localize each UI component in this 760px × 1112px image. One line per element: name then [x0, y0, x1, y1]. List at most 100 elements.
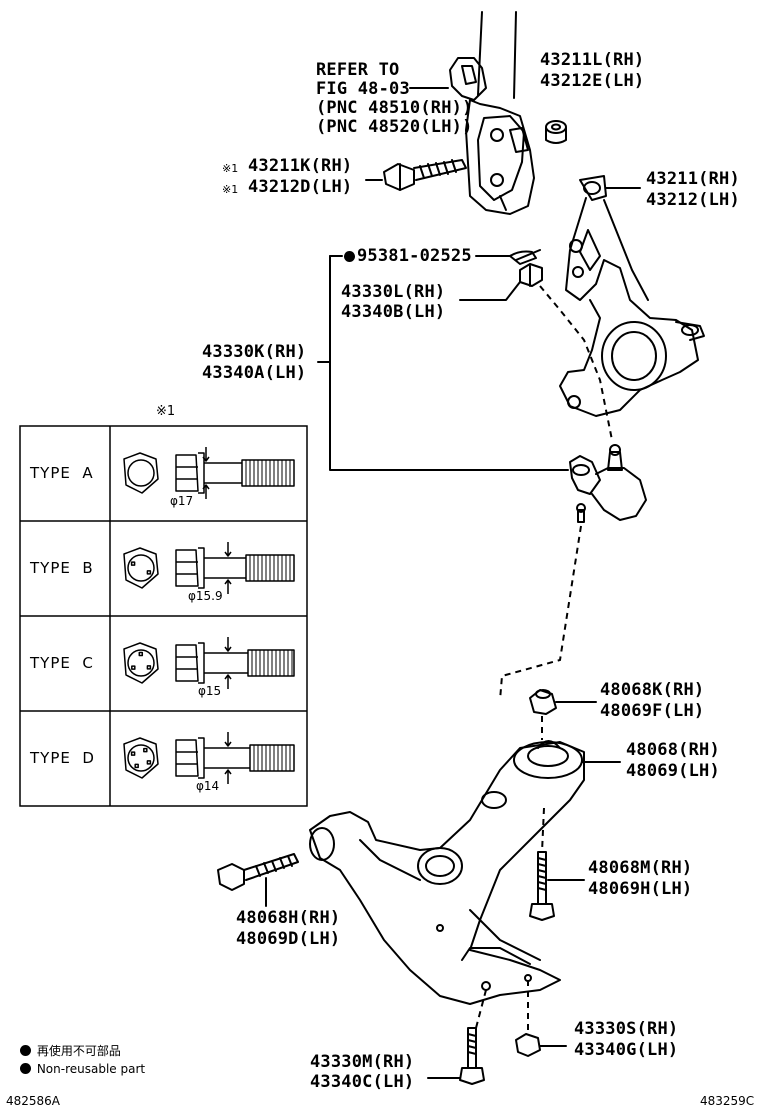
arm-nut-illustration	[529, 689, 557, 715]
type-b-flange-circle	[127, 554, 155, 582]
type-d-flange-circle	[127, 744, 155, 772]
part-label-arm-bolt-lh[interactable]: 48069H(LH)	[588, 879, 693, 899]
type-d-knurl-mark	[146, 760, 152, 765]
type-d-knurl-mark	[134, 763, 139, 769]
part-label-bolt-lh[interactable]: 43212D(LH)	[248, 177, 353, 197]
type-b-head-facets	[176, 561, 198, 575]
type-c-thread	[247, 649, 295, 677]
type-c-bolt-head	[175, 644, 199, 682]
type-c-flange	[198, 642, 205, 684]
type-d-thread	[249, 744, 295, 772]
type-d-flange	[198, 737, 205, 779]
type-b-dimension-arrows	[224, 542, 232, 594]
ball-joint-illustration	[569, 444, 647, 523]
ball-joint-bolt-illustration	[459, 1027, 485, 1085]
type-a-shank	[204, 462, 242, 484]
part-label-bj-bolt-rh[interactable]: 43330M(RH)	[310, 1052, 415, 1072]
ball-joint-nut-illustration	[515, 1033, 541, 1057]
type-a-thread	[241, 459, 295, 487]
type-b-knurl-mark	[146, 570, 152, 575]
types-table-mark: ※1	[156, 404, 176, 419]
type-d-shank	[204, 747, 250, 769]
part-label-bj-bolt-lh[interactable]: 43340C(LH)	[310, 1072, 415, 1092]
type-c-knurl-mark	[138, 651, 144, 657]
part-label-arm-lh[interactable]: 48069(LH)	[626, 761, 720, 781]
part-label-arm-nut-lh[interactable]: 48069F(LH)	[600, 701, 705, 721]
type-c-label: TYPE C	[30, 654, 94, 672]
part-label-bushing-rh[interactable]: 43211L(RH)	[540, 50, 645, 70]
type-a-head-view	[123, 452, 159, 494]
legend-bullet-2	[20, 1063, 31, 1074]
type-c-flange-circle	[127, 649, 155, 677]
type-d-dim: φ14	[196, 779, 220, 793]
type-b-head-view	[123, 547, 159, 589]
type-c-dimension-arrows	[224, 637, 232, 689]
legend-text-2: Non-reusable part	[36, 1062, 146, 1076]
figure-code-left: 482586A	[6, 1094, 61, 1108]
non-reusable-bullet	[344, 251, 355, 262]
cotter-pin-number: 95381-02525	[357, 246, 472, 266]
type-d-head-view	[123, 737, 159, 779]
steering-knuckle-illustration	[559, 175, 705, 417]
part-label-front-bolt-lh[interactable]: 48069D(LH)	[236, 929, 341, 949]
types-table	[19, 425, 308, 807]
type-a-dimension-arrows	[202, 447, 210, 499]
type-a-dim: φ17	[170, 494, 194, 508]
type-c-head-facets	[176, 656, 198, 670]
type-b-shank	[204, 557, 246, 579]
part-label-balljoint-lh[interactable]: 43340A(LH)	[202, 363, 307, 383]
type-d-knurl-mark	[130, 751, 136, 756]
type-c-knurl-mark	[146, 665, 152, 670]
part-label-nut-lh[interactable]: 43340B(LH)	[341, 302, 446, 322]
part-label-bolt-rh[interactable]: 43211K(RH)	[248, 156, 353, 176]
part-label-bj-nut-lh[interactable]: 43340G(LH)	[574, 1040, 679, 1060]
legend-bullet-1	[20, 1045, 31, 1056]
type-a-bolt-head	[175, 454, 199, 492]
part-label-front-bolt-rh[interactable]: 48068H(RH)	[236, 908, 341, 928]
legend-line-2: Non-reusable part	[20, 1062, 145, 1076]
part-label-knuckle-rh[interactable]: 43211(RH)	[646, 169, 740, 189]
part-label-balljoint-rh[interactable]: 43330K(RH)	[202, 342, 307, 362]
type-b-label: TYPE B	[30, 559, 94, 577]
type-d-label: TYPE D	[30, 749, 95, 767]
type-c-shank	[204, 652, 248, 674]
lower-control-arm-illustration	[309, 740, 585, 1005]
bolt-mark-rh: ※1	[222, 162, 239, 175]
type-a-label: TYPE A	[30, 464, 94, 482]
type-a-flange-circle	[127, 459, 155, 487]
part-label-arm-nut-rh[interactable]: 48068K(RH)	[600, 680, 705, 700]
part-label-bj-nut-rh[interactable]: 43330S(RH)	[574, 1019, 679, 1039]
legend-line-1: 再使用不可部品	[20, 1042, 121, 1059]
refer-line-3: (PNC 48510(RH))	[316, 98, 473, 118]
type-d-head-facets	[176, 751, 198, 765]
type-d-bolt-head	[175, 739, 199, 777]
part-label-knuckle-lh[interactable]: 43212(LH)	[646, 190, 740, 210]
strut-bolt-illustration	[383, 159, 467, 191]
type-b-knurl-mark	[130, 561, 136, 566]
cotter-pin-illustration	[509, 249, 541, 265]
front-bolt-illustration	[217, 853, 299, 891]
type-b-flange	[198, 547, 205, 589]
type-b-bolt-head	[175, 549, 199, 587]
part-label-arm-bolt-rh[interactable]: 48068M(RH)	[588, 858, 693, 878]
type-d-dimension-arrows	[224, 732, 232, 784]
refer-line-1: REFER TO	[316, 60, 400, 80]
type-a-head-facets	[176, 466, 198, 480]
castle-nut-illustration	[519, 263, 543, 287]
part-label-nut-rh[interactable]: 43330L(RH)	[341, 282, 446, 302]
legend-text-1: 再使用不可部品	[36, 1044, 121, 1058]
strut-illustration	[449, 11, 535, 215]
part-label-cotter-pin[interactable]: 95381-02525	[344, 247, 472, 266]
part-label-bushing-lh[interactable]: 43212E(LH)	[540, 71, 645, 91]
type-a-flange	[198, 452, 205, 494]
part-label-arm-rh[interactable]: 48068(RH)	[626, 740, 720, 760]
type-c-head-view	[123, 642, 159, 684]
type-b-dim: φ15.9	[188, 589, 223, 603]
refer-line-2[interactable]: FIG 48-03	[316, 79, 410, 99]
figure-code-right: 483259C	[700, 1094, 755, 1108]
type-c-knurl-mark	[131, 665, 136, 670]
bolt-mark-lh: ※1	[222, 183, 239, 196]
arm-bolt-illustration	[529, 851, 555, 921]
bushing-illustration	[545, 120, 567, 144]
